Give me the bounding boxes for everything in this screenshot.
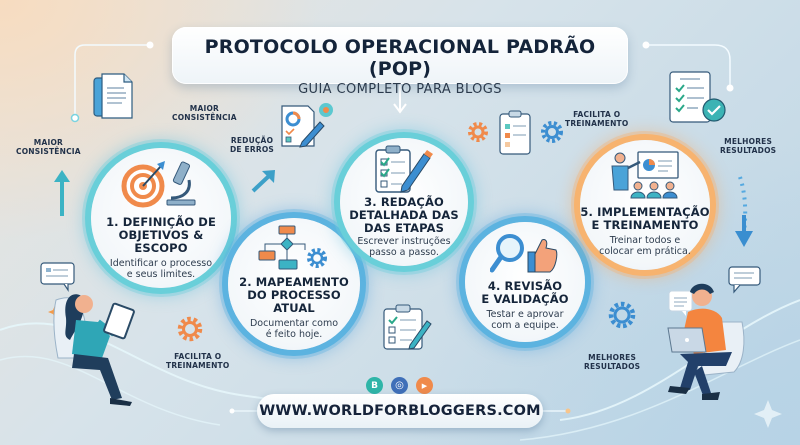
checklist-approved-icon <box>669 71 726 123</box>
clipboard-gears-icon <box>468 110 563 155</box>
speech-bubble-icon <box>728 266 761 294</box>
social-icons: B ◎ ▶ <box>366 377 433 394</box>
clipboard-pen-icon <box>375 145 433 193</box>
benefit-label-reducao-erros: REDUÇÃO DE ERROS <box>230 136 275 155</box>
instagram-icon[interactable]: ◎ <box>391 377 408 394</box>
magnifier-thumbsup-icon <box>490 234 558 273</box>
youtube-icon[interactable]: ▶ <box>416 377 433 394</box>
step-2-title: 2. MAPEAMENTO DO PROCESSO ATUAL <box>239 275 349 315</box>
arrow-up-icon <box>54 170 70 216</box>
benefit-label-melhores-resultados: MELHORES RESULTADOS <box>584 353 641 372</box>
target-microscope-icon <box>121 161 196 208</box>
step-3-description: Escrever instruções passo a passo. <box>357 235 451 259</box>
speech-bubble-icon <box>668 290 693 316</box>
presentation-team-icon <box>611 151 679 199</box>
step-1-circle: 1. DEFINIÇÃO DE OBJETIVOS & ESCOPO Ident… <box>91 148 231 288</box>
report-pen-icon <box>281 103 333 148</box>
blogger-icon[interactable]: B <box>366 377 383 394</box>
speech-bubble-icon <box>40 262 75 292</box>
page-title: PROTOCOLO OPERACIONAL PADRÃO (POP) <box>204 36 596 80</box>
arrow-diagonal-icon <box>251 170 275 193</box>
step-4-circle: 4. REVISÃO E VALIDAÇÃO Testar e aprovar … <box>465 222 585 342</box>
step-2-description: Documentar como é feito hoje. <box>249 317 339 341</box>
benefit-label-facilita-treinamento: FACILITA O TREINAMENTO <box>166 352 230 371</box>
blogger-glyph: B <box>371 380 378 391</box>
clipboard-checklist-icon <box>383 304 432 350</box>
woman-reading-illustration <box>53 294 135 406</box>
step-3-title: 3. REDAÇÃO DETALHADA DAS DAS ETAPAS <box>349 195 459 235</box>
step-1-title: 1. DEFINIÇÃO DE OBJETIVOS & ESCOPO <box>106 215 216 255</box>
step-5-title: 5. IMPLEMENTAÇÃO E TREINAMENTO <box>580 205 710 232</box>
step-5-description: Treinar todos e colocar em prática. <box>599 234 691 258</box>
website-url-link[interactable]: WWW.WORLDFORBLOGGERS.COM <box>257 394 543 428</box>
benefit-label-melhores-resultados: MELHORES RESULTADOS <box>720 137 777 156</box>
page-subtitle: GUIA COMPLETO PARA BLOGS <box>298 82 502 97</box>
benefit-label-facilita-treinamento: FACILITA O TREINAMENTO <box>565 110 629 129</box>
man-laptop-illustration <box>667 283 745 400</box>
step-3-circle: 3. REDAÇÃO DETALHADA DAS DAS ETAPAS Escr… <box>340 138 468 266</box>
gear-icon <box>608 301 636 329</box>
gear-icon <box>177 316 203 342</box>
arrow-down-icon <box>735 176 753 247</box>
instagram-glyph: ◎ <box>395 380 404 391</box>
step-5-circle: 5. IMPLEMENTAÇÃO E TREINAMENTO Treinar t… <box>580 140 710 270</box>
benefit-label-maior-consistencia: MAIOR CONSISTÊNCIA <box>16 138 81 157</box>
youtube-glyph: ▶ <box>421 381 428 390</box>
step-4-description: Testar e aprovar com a equipe. <box>486 308 564 332</box>
benefit-label-maior-consistencia: MAIOR CONSISTÊNCIA <box>172 104 237 123</box>
title-banner: PROTOCOLO OPERACIONAL PADRÃO (POP) GUIA … <box>172 27 628 97</box>
flowchart-gear-icon <box>258 225 327 270</box>
document-stack-icon <box>93 73 133 119</box>
step-2-circle: 2. MAPEAMENTO DO PROCESSO ATUAL Document… <box>228 218 360 350</box>
step-4-title: 4. REVISÃO E VALIDAÇÃO <box>481 279 569 306</box>
step-1-description: Identificar o processo e seus limites. <box>109 257 213 281</box>
